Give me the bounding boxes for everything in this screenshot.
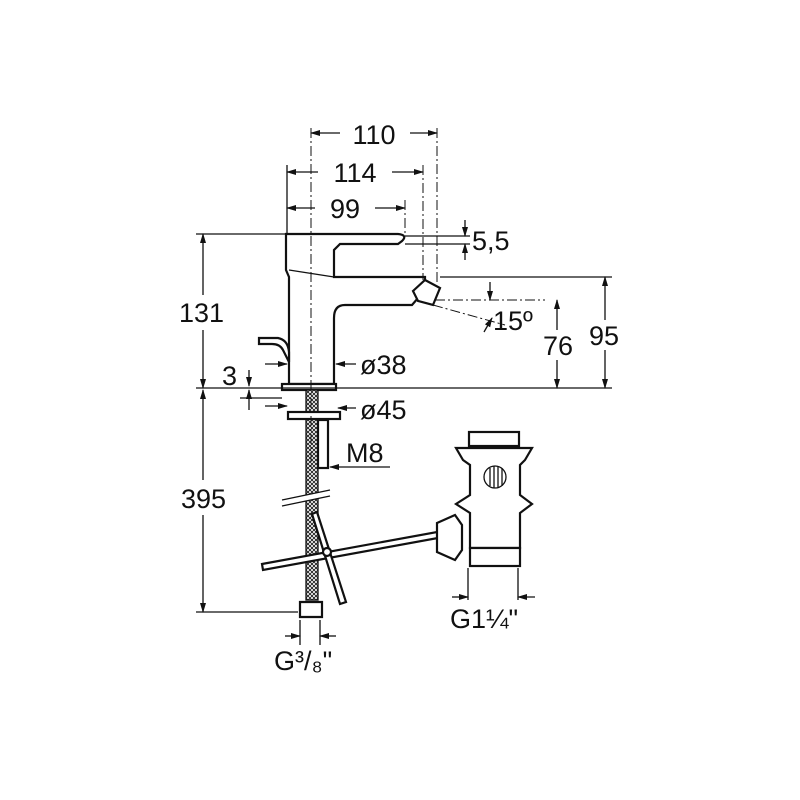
- dim-95: 95: [589, 321, 619, 351]
- dim-114: 114: [333, 158, 376, 188]
- dim-dia-45: ø45: [360, 395, 407, 425]
- supply-hose: [281, 389, 342, 619]
- pop-up-waste: [435, 430, 534, 568]
- bidet-nozzle: [411, 278, 442, 307]
- fixing-rod: [316, 418, 330, 470]
- dim-g1-1-4: G1¼": [450, 604, 518, 634]
- dim-g3-8: G³/₈": [274, 646, 332, 676]
- hose-nut: [298, 600, 324, 619]
- dim-3: 3: [222, 361, 237, 391]
- drain-linkage: [260, 510, 451, 606]
- dim-m8: M8: [346, 438, 384, 468]
- dim-131: 131: [179, 298, 224, 328]
- dim-dia-38: ø38: [360, 350, 407, 380]
- base-plate: [280, 382, 338, 392]
- dim-76: 76: [543, 331, 573, 361]
- faucet-body: [257, 232, 442, 392]
- pop-up-lever: [257, 336, 291, 363]
- dim-15-deg: 15º: [493, 306, 533, 336]
- dim-395: 395: [181, 484, 226, 514]
- dim-99: 99: [330, 194, 360, 224]
- dim-5-5: 5,5: [472, 226, 510, 256]
- dim-110: 110: [352, 120, 395, 150]
- washer: [286, 410, 342, 421]
- dimension-lines: [196, 130, 612, 645]
